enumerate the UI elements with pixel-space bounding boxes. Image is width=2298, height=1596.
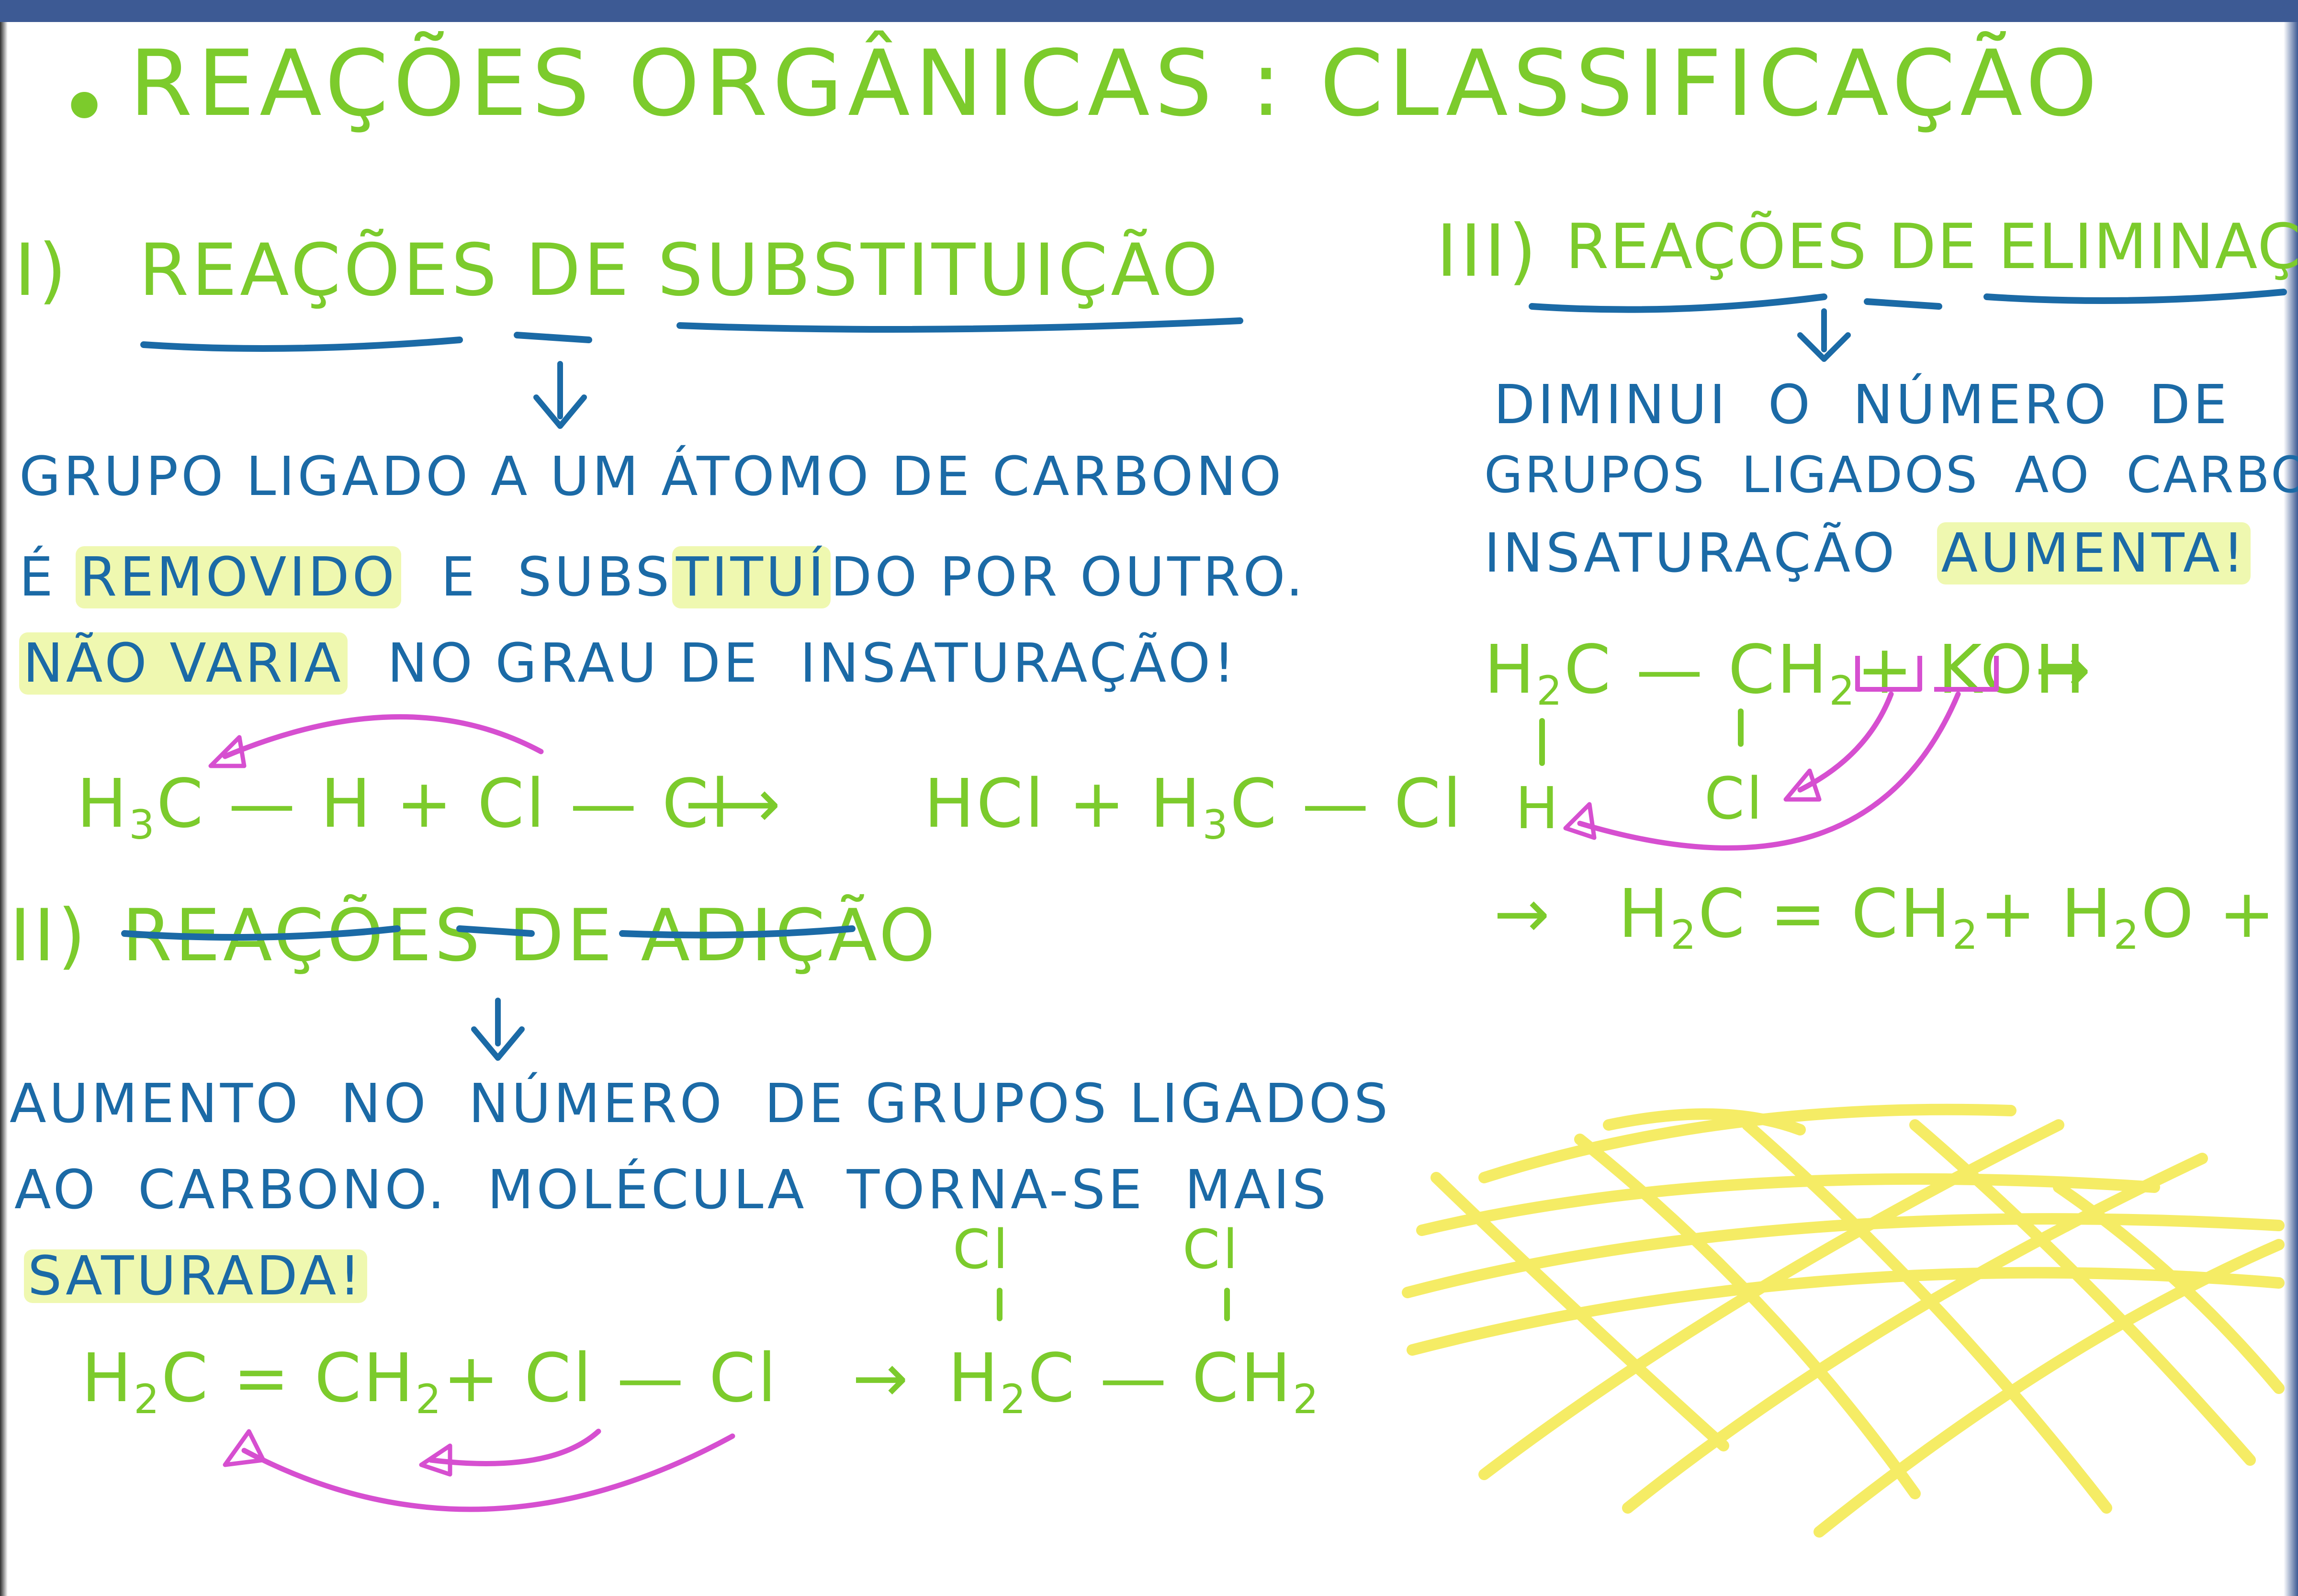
add-prod-sub-2: 2 [1293, 1376, 1320, 1423]
elimination-substituent-h: H [1515, 776, 1561, 842]
substitution-line-2-pre: É [19, 546, 76, 608]
down-arrow-substitution [533, 361, 587, 429]
elimination-bond-h [1539, 718, 1545, 766]
substitution-line-2-mid: E SUBS [401, 546, 673, 608]
title-bullet: • [57, 55, 112, 160]
sub-eq-sub: 3 [129, 801, 157, 849]
substitution-line-2-post: DO POR OUTRO. [830, 546, 1306, 608]
addition-line-3: SATURADA! [24, 1249, 368, 1303]
curved-arrowhead-elimination-1 [1783, 768, 1822, 802]
elimination-line-3: INSATURAÇÃO AUMENTA! [1484, 522, 2251, 584]
right-edge-shadow [2284, 22, 2298, 1596]
substitution-equation-reactants: H3C — H + Cl — Cl [77, 771, 731, 845]
add-eq-sub-1: 2 [134, 1376, 161, 1423]
curved-arrowhead-elimination-2 [1563, 802, 1597, 840]
elim-prod-o: O + KCl [2140, 875, 2277, 953]
add-eq-sub-2: 2 [415, 1376, 443, 1423]
curved-arrowhead-substitution [208, 735, 247, 768]
curved-arrow-addition-2 [241, 1433, 735, 1512]
substitution-hl-removido: REMOVIDO [76, 546, 401, 608]
elim-prod-sub-1: 2 [1670, 911, 1698, 959]
left-edge-shadow [0, 22, 8, 1596]
elim-eq-sub-2: 2 [1829, 667, 1857, 715]
addition-product-cl-2: Cl [1183, 1219, 1241, 1281]
sub-eq-rest: C — H + Cl — Cl [156, 765, 732, 843]
elim-prod-h: H [1618, 875, 1671, 953]
add-eq-h: H [81, 1339, 134, 1417]
elimination-substituent-cl: Cl [1704, 766, 1765, 832]
substitution-line-3-post: NO GRAU DE INSATURAÇÃO! [347, 632, 1238, 695]
underline-substitution-2 [514, 332, 592, 343]
bracket-k [1855, 656, 1922, 692]
substitution-line-3: NÃO VARIA NO GRAU DE INSATURAÇÃO! [19, 632, 1238, 695]
substitution-number: I) [14, 229, 69, 312]
addition-product-cl-1: Cl [953, 1219, 1011, 1281]
elimination-equation-reactants: H2C — CH2+ KOH [1484, 637, 2087, 711]
bracket-oh [1934, 656, 1999, 692]
elim-line-3-pre: INSATURAÇÃO [1484, 522, 1938, 584]
elim-prod-c: C = CH [1698, 875, 1952, 953]
elimination-equation-arrow: → [2035, 631, 2093, 709]
elimination-hl-aumenta: AUMENTA! [1937, 522, 2251, 584]
substitution-hl-nao-varia: NÃO VARIA [19, 632, 348, 695]
addition-equation-product: H2C — CH2 [948, 1345, 1320, 1420]
addition-equation-reactants: H2C = CH2+ Cl — Cl [81, 1345, 778, 1420]
add-eq-plus: + Cl — Cl [443, 1339, 778, 1417]
top-bar [0, 0, 2298, 22]
elimination-number: III) [1436, 210, 1540, 293]
page-title: REAÇÕES ORGÂNICAS : CLASSIFICAÇÃO [129, 31, 2102, 136]
add-eq-c: C = CH [161, 1339, 416, 1417]
down-arrow-addition [471, 998, 525, 1061]
elimination-bond-cl [1738, 708, 1744, 747]
substitution-line-2: É REMOVIDO E SUBSTITUÍDO POR OUTRO. [19, 546, 1306, 608]
underline-substitution-1 [140, 337, 463, 352]
curved-arrow-substitution [222, 714, 544, 759]
underline-elimination-1 [1529, 293, 1827, 313]
elimination-line-1: DIMINUI O NÚMERO DE [1494, 374, 2230, 436]
add-prod-sub-1: 2 [1000, 1376, 1028, 1423]
sub-prod-2: C — Cl [1229, 765, 1464, 843]
elimination-line-2: GRUPOS LIGADOS AO CARBONO [1484, 446, 2298, 504]
curved-arrow-elimination-1 [1797, 691, 1894, 793]
elim-eq-h: H [1484, 631, 1537, 709]
addition-number: II) [10, 894, 89, 978]
elim-eq-plus: + KOH [1856, 631, 2087, 709]
curved-arrowhead-addition-2 [223, 1429, 266, 1467]
underline-elimination-2 [1864, 298, 1942, 310]
down-arrow-elimination [1797, 308, 1851, 362]
underline-addition-2 [456, 925, 535, 937]
substitution-hl-tituido: TITUÍ [672, 546, 831, 608]
sub-eq-h: H [77, 765, 129, 843]
elimination-heading: REAÇÕES DE ELIMINAÇÃO [1566, 210, 2298, 283]
underline-addition-3 [619, 925, 856, 939]
elim-prod-sub-3: 2 [2113, 911, 2141, 959]
curved-arrow-addition-1 [428, 1428, 601, 1466]
addition-line-2: AO CARBONO. MOLÉCULA TORNA-SE MAIS [14, 1159, 1329, 1221]
sub-prod-1: HCl + H [924, 765, 1203, 843]
substitution-equation-arrow: ⟶ [685, 765, 783, 843]
substitution-line-1: GRUPO LIGADO A UM ÁTOMO DE CARBONO [19, 446, 1284, 508]
underline-addition-1 [121, 925, 401, 941]
addition-equation-arrow: → [852, 1339, 911, 1417]
yellow-scribble [1402, 1103, 2285, 1538]
elimination-product-arrow: → [1494, 875, 1552, 953]
curved-arrow-elimination-2 [1577, 691, 1961, 851]
elim-eq-mid: C — CH [1564, 631, 1829, 709]
add-prod-c: C — CH [1027, 1339, 1293, 1417]
addition-line-1: AUMENTO NO NÚMERO DE GRUPOS LIGADOS [10, 1073, 1391, 1135]
addition-bond-2 [1224, 1288, 1230, 1321]
elim-eq-sub-1: 2 [1536, 667, 1564, 715]
elim-prod-sub-2: 2 [1952, 911, 1980, 959]
substitution-equation-products: HCl + H3C — Cl [924, 771, 1463, 845]
sub-prod-sub: 3 [1202, 801, 1230, 849]
elim-prod-rest: + H [1980, 875, 2114, 953]
substitution-heading: REAÇÕES DE SUBSTITUIÇÃO [139, 229, 1221, 312]
curved-arrowhead-addition-1 [419, 1443, 452, 1477]
underline-elimination-3 [1983, 289, 2287, 304]
underline-substitution-3 [676, 317, 1243, 333]
add-prod-h: H [948, 1339, 1001, 1417]
addition-bond-1 [997, 1288, 1003, 1321]
elimination-equation-products: H2C = CH2+ H2O + KCl [1618, 881, 2298, 955]
